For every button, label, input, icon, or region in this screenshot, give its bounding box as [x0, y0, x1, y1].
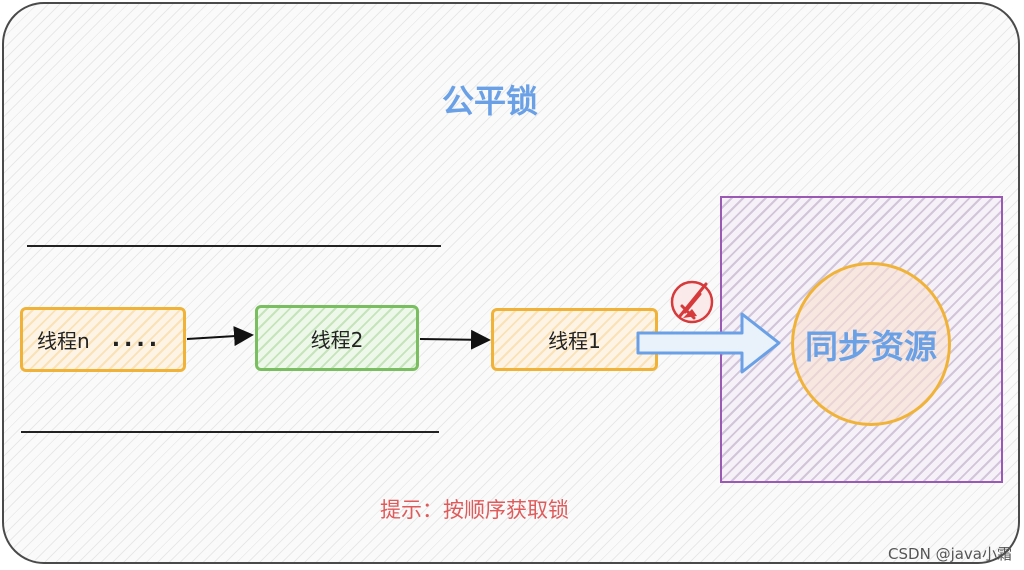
thread-n-label: 线程n — [37, 329, 90, 353]
lock-icon — [670, 280, 714, 324]
acquire-arrow — [636, 312, 781, 374]
thread-1-box: 线程1 — [491, 308, 658, 371]
queue-bottom-line — [21, 431, 439, 433]
thread-2-label: 线程2 — [310, 327, 364, 352]
arrow-n-to-2 — [186, 326, 254, 347]
sync-resource-label: 同步资源 — [805, 327, 937, 366]
arrow-2-to-1 — [419, 329, 491, 350]
thread-2-box: 线程2 — [255, 305, 419, 371]
thread-n-box: 线程n .... — [20, 307, 186, 372]
diagram-title: 公平锁 — [441, 82, 538, 120]
ellipsis: .... — [111, 327, 162, 352]
queue-top-line — [27, 245, 441, 247]
watermark: CSDN @java小霜 — [888, 545, 1012, 563]
sync-resource-circle: 同步资源 — [791, 262, 951, 426]
hint-text: 提示：按顺序获取锁 — [380, 498, 569, 522]
thread-1-label: 线程1 — [548, 329, 601, 353]
